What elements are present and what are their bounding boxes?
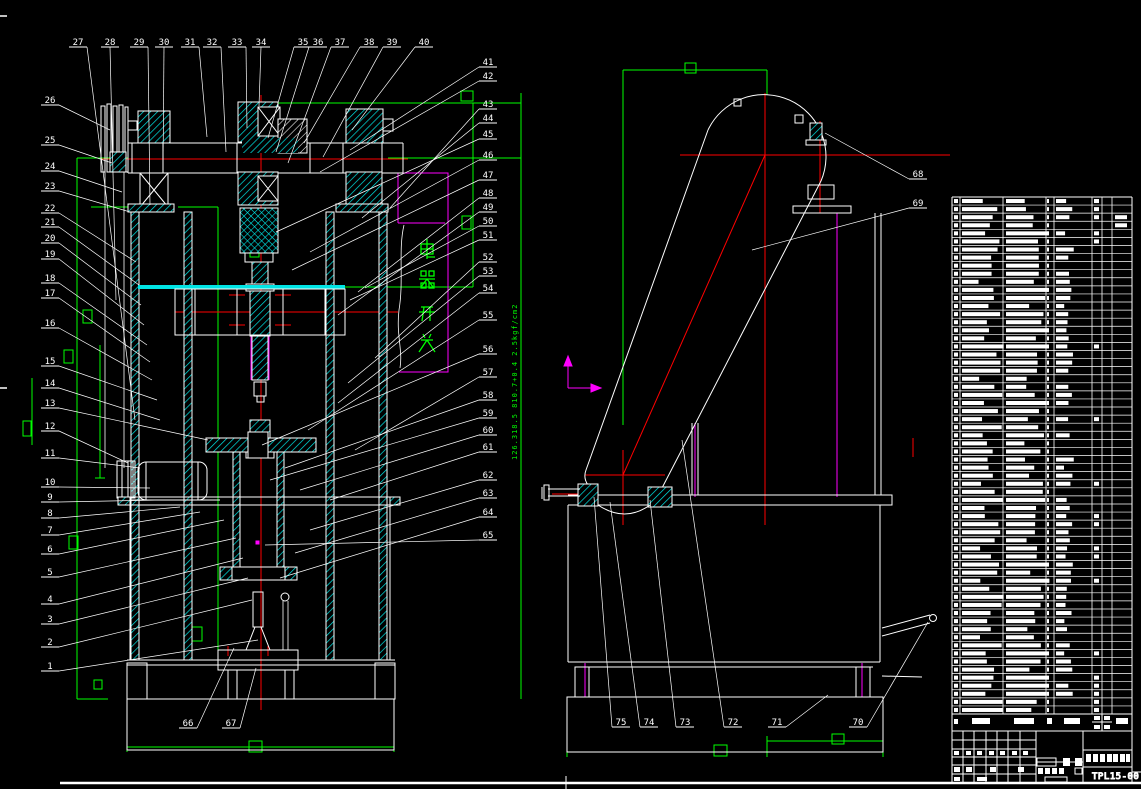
callout-label-56: 56 (483, 345, 494, 355)
callout-label-13: 13 (45, 399, 56, 409)
callout-label-48: 48 (483, 189, 494, 199)
callout-label-33: 33 (232, 38, 243, 48)
callout-label-21: 21 (45, 218, 56, 228)
callout-label-44: 44 (483, 114, 494, 124)
callout-label-22: 22 (45, 204, 56, 214)
callout-label-30: 30 (159, 38, 170, 48)
callout-leader-lines (41, 46, 929, 729)
table-header-blobs (954, 716, 1128, 729)
callout-label-2: 2 (47, 638, 52, 648)
callout-label-57: 57 (483, 368, 494, 378)
callout-label-43: 43 (483, 100, 494, 110)
callout-label-68: 68 (913, 170, 924, 180)
callout-label-42: 42 (483, 72, 494, 82)
callout-label-59: 59 (483, 409, 494, 419)
callout-label-4: 4 (47, 595, 52, 605)
callout-label-15: 15 (45, 357, 56, 367)
callout-label-54: 54 (483, 284, 494, 294)
callout-label-9: 9 (47, 493, 52, 503)
drawing-number: TPL15-00 (1092, 772, 1139, 782)
callout-label-49: 49 (483, 203, 494, 213)
callout-label-32: 32 (207, 38, 218, 48)
callout-label-5: 5 (47, 568, 52, 578)
red-centerlines (100, 93, 950, 710)
callout-label-45: 45 (483, 130, 494, 140)
callout-label-61: 61 (483, 443, 494, 453)
callout-label-3: 3 (47, 615, 52, 625)
callout-label-60: 60 (483, 426, 494, 436)
callout-label-38: 38 (364, 38, 375, 48)
callout-label-12: 12 (45, 422, 56, 432)
callout-label-16: 16 (45, 319, 56, 329)
callout-label-53: 53 (483, 267, 494, 277)
magenta-auxiliary-lines (250, 172, 863, 697)
callout-label-27: 27 (73, 38, 84, 48)
callout-label-63: 63 (483, 489, 494, 499)
callout-label-8: 8 (47, 509, 52, 519)
callout-label-18: 18 (45, 274, 56, 284)
electrical-switch-label-glyphs (418, 239, 436, 353)
sheet-border (0, 15, 1141, 789)
callout-label-1: 1 (47, 662, 52, 672)
callout-label-65: 65 (483, 531, 494, 541)
callout-label-75: 75 (616, 718, 627, 728)
callout-label-62: 62 (483, 471, 494, 481)
callout-label-41: 41 (483, 58, 494, 68)
callout-label-66: 66 (183, 719, 194, 729)
callout-label-17: 17 (45, 289, 56, 299)
parts-table: TPL15-00 (951, 196, 1139, 784)
callout-label-70: 70 (853, 718, 864, 728)
callout-label-39: 39 (387, 38, 398, 48)
callout-label-6: 6 (47, 545, 52, 555)
callout-label-58: 58 (483, 391, 494, 401)
callout-label-51: 51 (483, 231, 494, 241)
callout-label-67: 67 (226, 719, 237, 729)
callout-label-28: 28 (105, 38, 116, 48)
callout-label-71: 71 (772, 718, 783, 728)
callout-label-11: 11 (45, 449, 56, 459)
ucs-icon (563, 354, 603, 393)
callout-label-46: 46 (483, 151, 494, 161)
callout-label-25: 25 (45, 136, 56, 146)
callout-label-24: 24 (45, 162, 56, 172)
callout-label-50: 50 (483, 217, 494, 227)
callout-label-31: 31 (185, 38, 196, 48)
title-block-name-blobs (1086, 754, 1130, 762)
callout-label-52: 52 (483, 253, 494, 263)
title-block: TPL15-00 (952, 731, 1139, 783)
callout-label-7: 7 (47, 526, 52, 536)
callout-label-74: 74 (644, 718, 655, 728)
callout-label-69: 69 (913, 199, 924, 209)
callout-label-19: 19 (45, 250, 56, 260)
side-view (541, 94, 937, 753)
callout-label-37: 37 (335, 38, 346, 48)
callout-label-72: 72 (728, 718, 739, 728)
callout-label-64: 64 (483, 508, 494, 518)
callout-label-29: 29 (134, 38, 145, 48)
callout-label-55: 55 (483, 311, 494, 321)
callout-label-73: 73 (680, 718, 691, 728)
callout-label-40: 40 (419, 38, 430, 48)
callout-label-35: 35 (298, 38, 309, 48)
parts-table-rows (952, 197, 1132, 714)
callout-label-20: 20 (45, 234, 56, 244)
callout-labels: 1234567891011121314151617181920212223242… (45, 38, 924, 729)
callout-label-26: 26 (45, 96, 56, 106)
callout-label-10: 10 (45, 478, 56, 488)
callout-label-47: 47 (483, 171, 494, 181)
callout-label-23: 23 (45, 182, 56, 192)
green-dimension-lines (22, 62, 884, 757)
callout-label-14: 14 (45, 379, 56, 389)
side-annotation-text: 126.318.5 810.7+0.4 2.5kgf/cm2 (511, 304, 519, 460)
callout-label-34: 34 (256, 38, 267, 48)
callout-label-36: 36 (313, 38, 324, 48)
front-section-view (100, 101, 405, 751)
